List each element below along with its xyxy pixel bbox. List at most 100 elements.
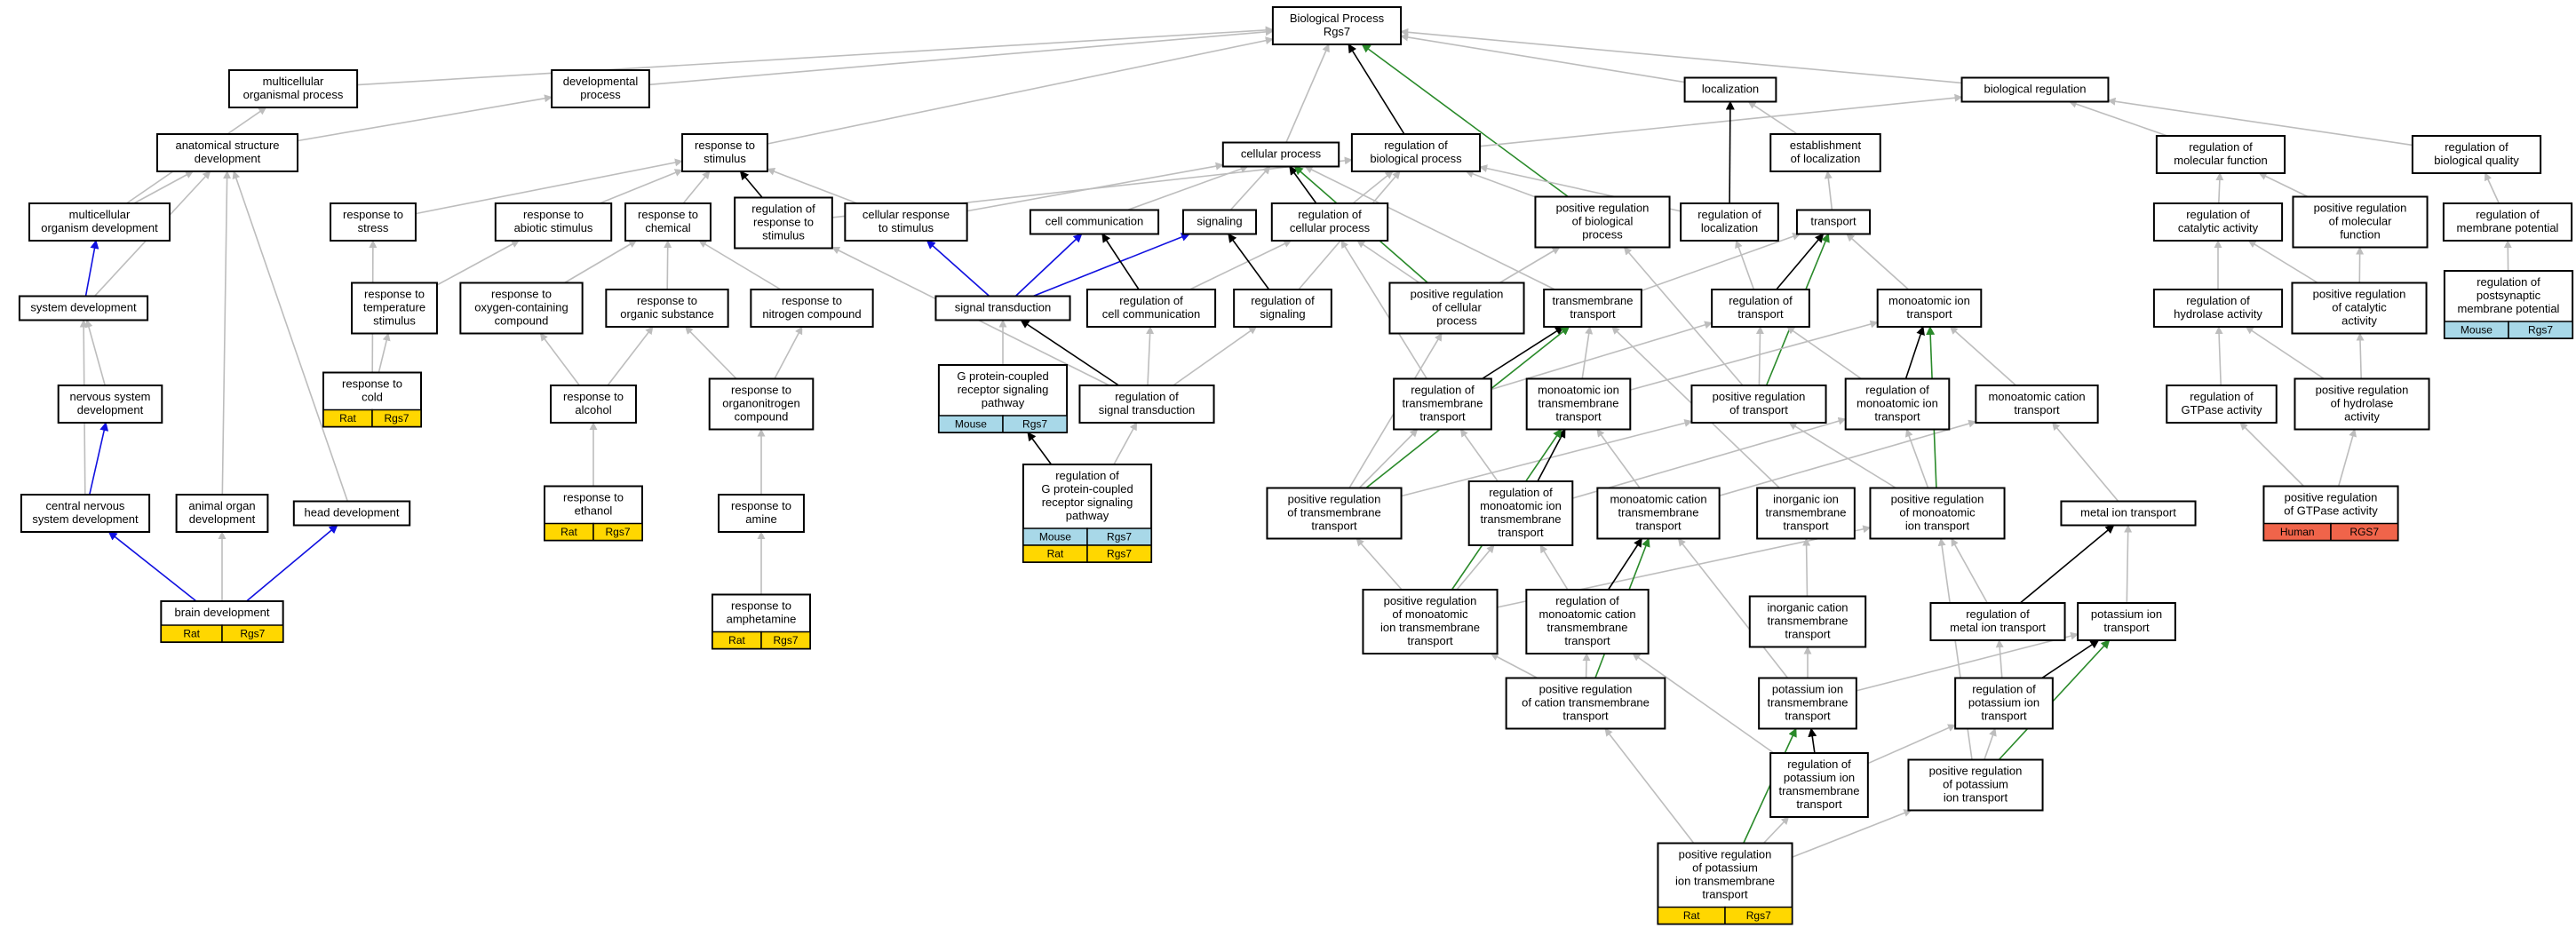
node-label-line: of potassium [1943, 777, 2008, 790]
edge-cns_dev-to-nerv_sys_dev [89, 422, 109, 496]
go-term-bio-reg[interactable]: biological regulation [1960, 76, 2110, 103]
go-term-localization[interactable]: localization [1683, 76, 1777, 103]
node-label-line: anatomical structure [175, 139, 279, 152]
go-term-signaling[interactable]: signaling [1181, 209, 1258, 235]
node-label-line: regulation of [2476, 208, 2540, 221]
node-label-line: regulation of [1119, 294, 1183, 307]
edge-pos_reg_mono_ion_tm-to-reg_mono_ion_tm [1456, 544, 1495, 591]
node-label-line: Rgs7 [1324, 25, 1350, 38]
edge-reg_tm_trans-to-tm_transport [1482, 326, 1564, 380]
go-term-cell-comm[interactable]: cell communication [1029, 209, 1160, 235]
edge-mono_cat_tm_trans-to-mono_ion_tm_trans [1596, 428, 1641, 488]
go-term-transport[interactable]: transport [1795, 209, 1872, 235]
edge-reg_bio_qual-to-bio_reg [2107, 97, 2413, 147]
node-box [1711, 289, 1810, 328]
edge-multi_org_dev-to-anat_dev [133, 171, 194, 204]
node-box [494, 202, 613, 242]
edge-reg_mono_ion_trans-to-reg_transport [1786, 326, 1862, 380]
go-term-sig-trans[interactable]: signal transduction [934, 295, 1071, 321]
node-label-line: metal ion transport [1950, 621, 2046, 634]
go-term-head-dev[interactable]: head development [292, 500, 411, 527]
edge-reg_sig_trans-to-sig_trans [1020, 319, 1119, 386]
go-term-metal-ion-trans[interactable]: metal ion transport [2060, 500, 2197, 527]
go-term-cell-proc[interactable]: cellular process [1221, 141, 1340, 168]
go-term-sys-dev[interactable]: system development [18, 295, 149, 321]
node-box [1534, 195, 1671, 249]
node-label-line: activity [2344, 409, 2380, 423]
species-label: Rat [728, 634, 745, 646]
